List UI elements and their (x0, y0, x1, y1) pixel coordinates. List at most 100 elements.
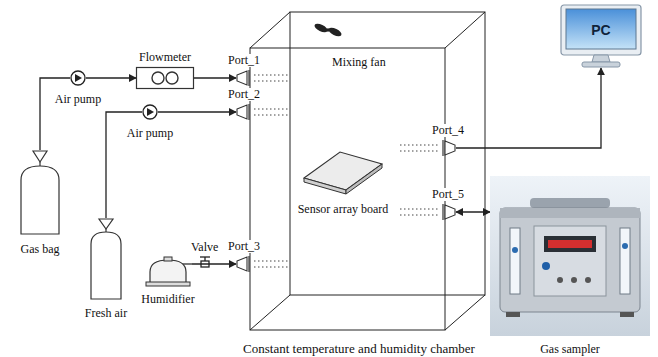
sensor-board-shape-part (346, 164, 382, 194)
text-slot: Air pump (127, 123, 173, 141)
text-slot: Port_3 (226, 236, 262, 254)
sensor-board-shape (300, 148, 386, 196)
air-pump-shape (142, 104, 158, 120)
air-pump: Air pump (142, 104, 158, 120)
valve-handle (200, 256, 210, 257)
gas-sampler-shape-part (571, 277, 577, 283)
pipe-connector (194, 77, 236, 78)
gas-port-shape (440, 204, 456, 220)
gas-sampler-shape (490, 176, 650, 336)
port-label: Port_4 (430, 124, 466, 137)
gas-sampler-shape-part (500, 208, 640, 218)
port-label: Port_2 (226, 88, 262, 101)
node-label: PC (591, 22, 610, 38)
humidifier-shape-part (146, 282, 190, 286)
test-chamber-shape-part (400, 209, 438, 210)
pc-monitor-shape-part (566, 9, 636, 49)
test-chamber-shape-part (400, 145, 438, 146)
gas-sampler-shape-part (500, 208, 640, 312)
air-pump-shape-part (75, 74, 82, 82)
humidifier: Humidifier (144, 256, 192, 286)
gas-cylinder-shape (88, 218, 124, 300)
port-label: Port_5 (430, 188, 466, 201)
pipe-connector (158, 111, 236, 112)
gas-sampler-shape-part (620, 312, 634, 317)
test-chamber-shape-part (313, 22, 342, 38)
gas-port: Port_3 (236, 256, 252, 272)
test-chamber-shape-part (254, 267, 288, 268)
gas-port-shape (236, 70, 252, 86)
air-pump-shape-part (147, 108, 154, 116)
node-label: Air pump (127, 126, 173, 140)
gas-sampler: Gas sampler (490, 176, 650, 336)
node-label: Flowmeter (139, 50, 191, 64)
text-slot: Constant temperature and humidity chambe… (243, 339, 475, 357)
gas-port-shape-part (237, 105, 247, 119)
gas-port-shape (440, 140, 456, 156)
air-pump: Air pump (70, 70, 86, 86)
gas-port-shape-part (237, 71, 247, 85)
gas-sampler-shape-part (585, 277, 591, 283)
flowmeter-shape-part (166, 72, 178, 84)
gas-port-shape-part (442, 204, 443, 220)
node-label: Air pump (55, 92, 101, 106)
test-chamber-shape-part (400, 151, 438, 152)
node-label: Humidifier (141, 292, 194, 306)
air-pump-shape (70, 70, 86, 86)
flowmeter-shape-part (137, 68, 194, 89)
text-slot: Fresh air (85, 303, 127, 321)
pipe-connector (86, 77, 136, 78)
test-chamber-shape-part (290, 12, 485, 295)
node-label: Constant temperature and humidity chambe… (243, 342, 475, 356)
gas-cylinder-shape-part (91, 232, 121, 299)
gas-port: Port_1 (236, 70, 252, 86)
gas-port: Port_4 (440, 140, 456, 156)
node-label: Fresh air (85, 306, 127, 320)
gas-port-shape-part (248, 256, 249, 272)
gas-port-shape (236, 104, 252, 120)
text-slot: PC (566, 21, 636, 39)
port-label: Port_3 (226, 240, 262, 253)
pc-monitor-shape-part (582, 62, 620, 67)
test-chamber-shape-part (327, 26, 342, 38)
gas-port-shape-part (442, 140, 443, 156)
valve-symbol (200, 257, 210, 267)
test-chamber-shape-part (250, 48, 445, 330)
text-slot: Gas sampler (540, 339, 600, 357)
test-chamber-shape-part (313, 22, 328, 34)
gas-port-shape-part (445, 205, 455, 219)
gas-port: Port_2 (236, 104, 252, 120)
text-slot: Gas bag (21, 239, 60, 257)
gas-sampler-shape-part (530, 198, 610, 208)
gas-sampler-shape-part (510, 228, 520, 294)
label-slot: Mixing fan (332, 52, 386, 70)
test-chamber-shape-part (250, 12, 290, 48)
text-slot: Port_5 (430, 184, 466, 202)
gas-bag-shape-part (33, 151, 47, 162)
flowmeter-shape-part (152, 72, 164, 84)
text-slot: Flowmeter (139, 47, 191, 65)
humidifier-shape-part (164, 257, 172, 261)
node-label: Gas sampler (540, 342, 600, 356)
sensor-board: Sensor array board (300, 148, 386, 196)
pc-monitor-shape-part (561, 5, 641, 55)
gas-bag-shape-part (21, 166, 59, 234)
port-label: Port_1 (226, 54, 262, 67)
gas-cylinder: Fresh air (88, 218, 124, 300)
test-chamber-shape-part (254, 75, 288, 76)
air-pump-shape-part (71, 71, 85, 85)
gas-bag-shape-part (39, 162, 40, 166)
test-chamber-shape-part (326, 28, 330, 32)
gas-sampler-shape-part (544, 236, 596, 252)
gas-bag-shape (18, 150, 62, 236)
gas-bag: Gas bag (18, 150, 62, 236)
flowmeter: Flowmeter (136, 67, 194, 89)
gas-sampler-shape-part (548, 240, 592, 248)
part-label: Mixing fan (332, 55, 386, 69)
text-slot: Sensor array board (298, 199, 389, 217)
pipe-connector (40, 78, 70, 150)
humidifier-shape-part (150, 260, 186, 283)
air-pump-shape-part (143, 105, 157, 119)
test-chamber-shape-part (254, 109, 288, 110)
